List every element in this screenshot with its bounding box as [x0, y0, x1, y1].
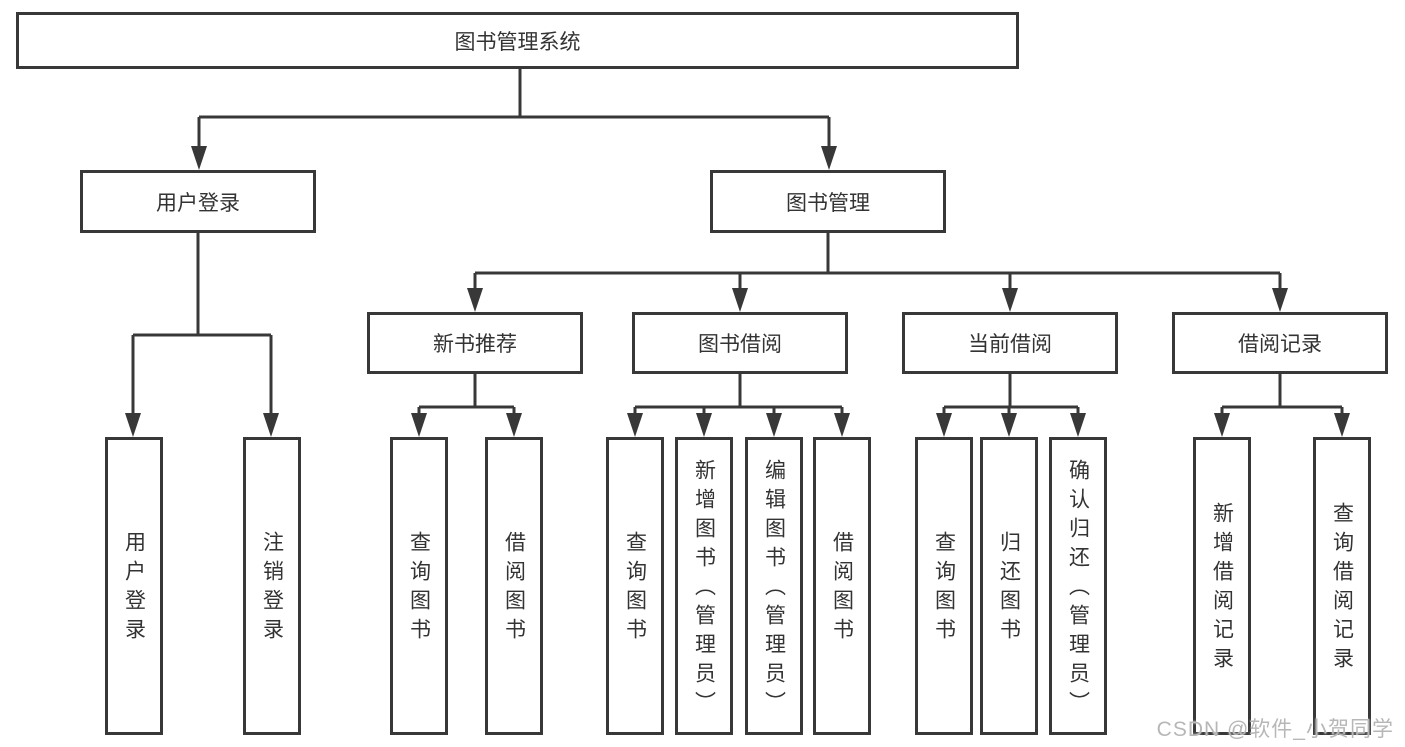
- leaf-query-book-recommend: 查询图书: [390, 437, 448, 735]
- node-new-book-recommend: 新书推荐: [367, 312, 583, 374]
- leaf-user-login: 用户登录: [105, 437, 163, 735]
- csdn-watermark: CSDN @软件_小贺同学: [1156, 718, 1394, 741]
- node-user-login: 用户登录: [80, 170, 316, 233]
- leaf-query-book-current: 查询图书: [915, 437, 973, 735]
- leaf-query-borrow-record: 查询借阅记录: [1313, 437, 1371, 735]
- node-book-management: 图书管理: [710, 170, 946, 233]
- leaf-edit-book-admin: 编辑图书（管理员）: [745, 437, 803, 735]
- leaf-query-book-borrow: 查询图书: [606, 437, 664, 735]
- leaf-logout: 注销登录: [243, 437, 301, 735]
- leaf-add-book-admin: 新增图书（管理员）: [675, 437, 733, 735]
- leaf-confirm-return-admin: 确认归还（管理员）: [1049, 437, 1107, 735]
- node-borrow-record: 借阅记录: [1172, 312, 1388, 374]
- node-book-borrow: 图书借阅: [632, 312, 848, 374]
- leaf-return-book: 归还图书: [980, 437, 1038, 735]
- node-current-borrow: 当前借阅: [902, 312, 1118, 374]
- leaf-borrow-book: 借阅图书: [813, 437, 871, 735]
- arrowheads: [125, 146, 1350, 437]
- leaf-borrow-book-recommend: 借阅图书: [485, 437, 543, 735]
- leaf-add-borrow-record: 新增借阅记录: [1193, 437, 1251, 735]
- node-root-system: 图书管理系统: [16, 12, 1019, 69]
